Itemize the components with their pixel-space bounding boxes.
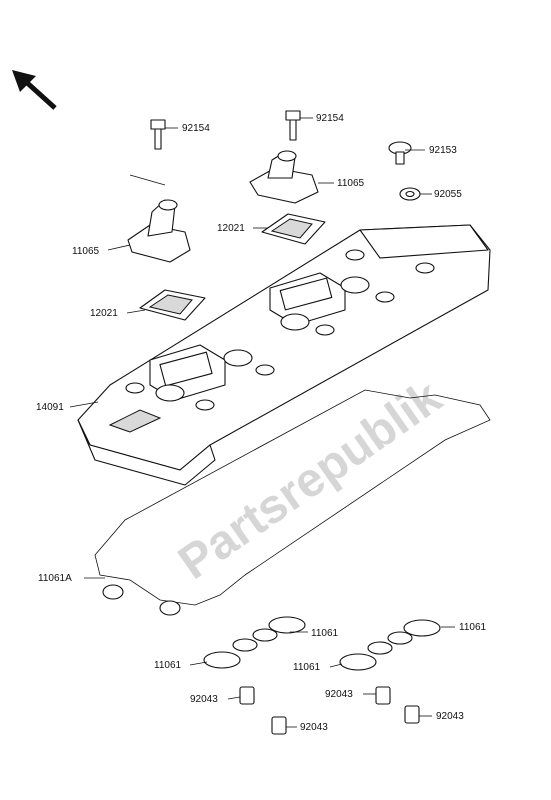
label-bolt-92153: 92153 [429,145,457,156]
label-plug-2: 92043 [300,722,328,733]
bolt-92154-right [285,110,301,141]
breather-grommet-left [127,199,191,263]
label-cover: 14091 [36,402,64,413]
label-washer-92055: 92055 [434,189,462,200]
cylinder-head-cover [77,224,491,486]
plug-cap-1 [239,686,255,705]
label-seal-upper-left: 11061 [311,628,339,639]
label-seal-upper-right: 11061 [459,622,487,633]
label-plug-1: 92043 [190,694,218,705]
plug-cap-2 [271,716,287,735]
plug-gasket-left [139,289,206,321]
label-grommet-right: 11065 [337,178,365,189]
bolt-92154-left [150,119,166,150]
label-bolt-92154-left: 92154 [182,123,210,134]
plug-gasket-right [261,213,326,245]
label-plug-3: 92043 [325,689,353,700]
label-bolt-92154-right: 92154 [316,113,344,124]
label-grommet-left: 11065 [72,246,100,257]
label-plug-4: 92043 [436,711,464,722]
plug-cap-3 [375,686,391,705]
bolt-92153 [388,141,412,165]
cover-gasket-lugs [102,584,181,616]
label-seal-lower-left: 11061 [154,660,182,671]
label-gasket-left: 12021 [90,308,118,319]
front-direction-arrow-icon [12,70,57,110]
seal-group-right [339,619,441,671]
label-seal-lower-right: 11061 [293,662,321,673]
label-cover-gasket: 11061A [38,573,72,584]
leader-lines [69,117,455,728]
label-gasket-right: 12021 [217,223,245,234]
plug-cap-4 [404,705,420,724]
washer-92055 [399,187,421,201]
seal-group-left [203,616,306,669]
breather-grommet-right [249,150,319,204]
cover-gasket [94,389,491,606]
